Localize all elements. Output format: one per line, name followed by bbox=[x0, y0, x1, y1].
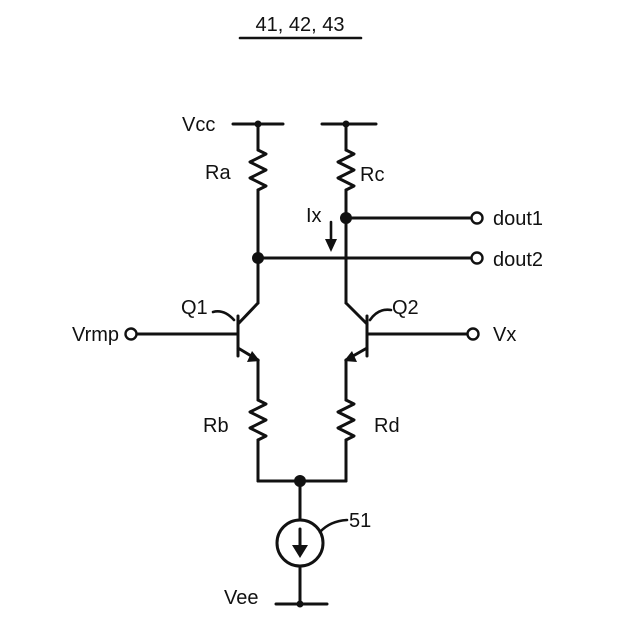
current-source-label: 51 bbox=[349, 510, 371, 532]
vrmp-terminal bbox=[126, 329, 137, 340]
dout2-label: dout2 bbox=[493, 249, 543, 271]
ix-arrow-head bbox=[325, 239, 337, 252]
resistor-rb-label: Rb bbox=[203, 415, 229, 437]
transistor-q2 bbox=[344, 303, 367, 400]
current-source-leader bbox=[320, 520, 347, 532]
figure-title: 41, 42, 43 bbox=[256, 14, 345, 36]
resistor-ra-label: Ra bbox=[205, 162, 231, 184]
resistor-rd-label: Rd bbox=[374, 415, 400, 437]
resistor-ra bbox=[250, 150, 266, 190]
q1-label: Q1 bbox=[181, 297, 208, 319]
q1-leader bbox=[213, 311, 234, 320]
dout1-terminal bbox=[472, 213, 483, 224]
vcc-label: Vcc bbox=[182, 114, 215, 136]
vee-node bbox=[297, 601, 304, 608]
q1-collector bbox=[238, 303, 258, 324]
q2-collector bbox=[346, 303, 367, 324]
vrmp-label: Vrmp bbox=[72, 324, 119, 346]
vx-terminal bbox=[468, 329, 479, 340]
transistor-q1 bbox=[238, 303, 260, 400]
ix-label: Ix bbox=[306, 205, 322, 227]
vx-label: Vx bbox=[493, 324, 516, 346]
q2-label: Q2 bbox=[392, 297, 419, 319]
vee-label: Vee bbox=[224, 587, 258, 609]
dout2-terminal bbox=[472, 253, 483, 264]
resistor-rb bbox=[250, 400, 266, 440]
resistor-rd bbox=[338, 400, 354, 440]
current-source-51 bbox=[277, 520, 323, 566]
q2-leader bbox=[370, 310, 391, 320]
dout1-label: dout1 bbox=[493, 208, 543, 230]
resistor-rc-label: Rc bbox=[360, 164, 384, 186]
resistor-rc bbox=[338, 150, 354, 190]
